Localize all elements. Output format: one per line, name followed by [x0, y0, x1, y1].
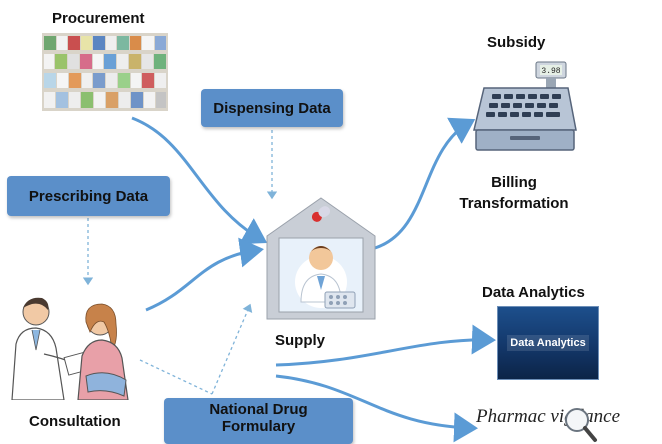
- arrow-supply-pharmacovigilance: [275, 374, 478, 443]
- dispensing-data-box: Dispensing Data: [201, 89, 343, 127]
- prescribing-data-box: Prescribing Data: [7, 176, 170, 216]
- dashed-consultation-formulary: [139, 359, 213, 395]
- data-analytics-screen-text: Data Analytics: [507, 335, 589, 351]
- national-drug-formulary-box: National Drug Formulary: [164, 398, 353, 444]
- subsidy-label: Subsidy: [487, 34, 546, 51]
- pharmacy-supply-icon: [266, 197, 376, 320]
- billing-transformation-label: Billing Transformation: [459, 174, 569, 212]
- pharmacy-shelves-image: [42, 33, 168, 111]
- cash-register-icon: 3.98: [473, 61, 577, 151]
- consultation-doctor-patient-image: [11, 297, 129, 400]
- consultation-label: Consultation: [29, 413, 121, 430]
- data-analytics-label: Data Analytics: [482, 284, 585, 301]
- procurement-label: Procurement: [52, 10, 145, 27]
- supply-label: Supply: [275, 332, 326, 349]
- register-display-text: 3.98: [541, 67, 560, 76]
- arrow-supply-analytics: [275, 324, 496, 367]
- arrow-procurement-supply: [131, 116, 268, 245]
- arrow-consultation-supply: [145, 237, 264, 312]
- data-analytics-screen-image: Data Analytics: [497, 306, 599, 380]
- magnifier-icon: [565, 408, 597, 442]
- dashed-formulary-supply: [211, 303, 253, 395]
- arrow-supply-billing: [374, 117, 476, 250]
